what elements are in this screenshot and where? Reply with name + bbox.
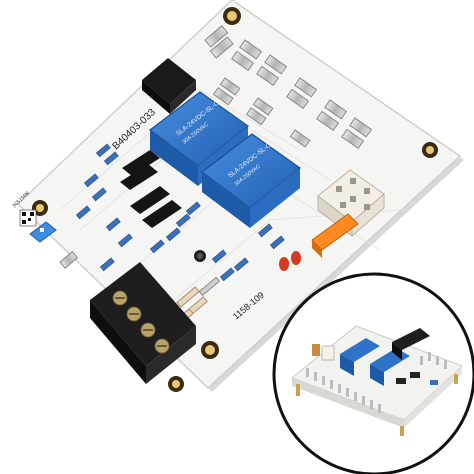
capacitors [194, 250, 301, 271]
terminal-block [90, 262, 196, 384]
power-connector [142, 58, 196, 114]
fuse-holder [311, 213, 359, 258]
relay-2: SLA-24VDC-SL-C 30A 250VAC [201, 133, 301, 228]
inset-photo [272, 272, 474, 474]
mounting-holes [32, 7, 438, 392]
dip-switch [29, 221, 57, 243]
ic-chips [120, 150, 182, 228]
spade-terminals [59, 25, 373, 269]
